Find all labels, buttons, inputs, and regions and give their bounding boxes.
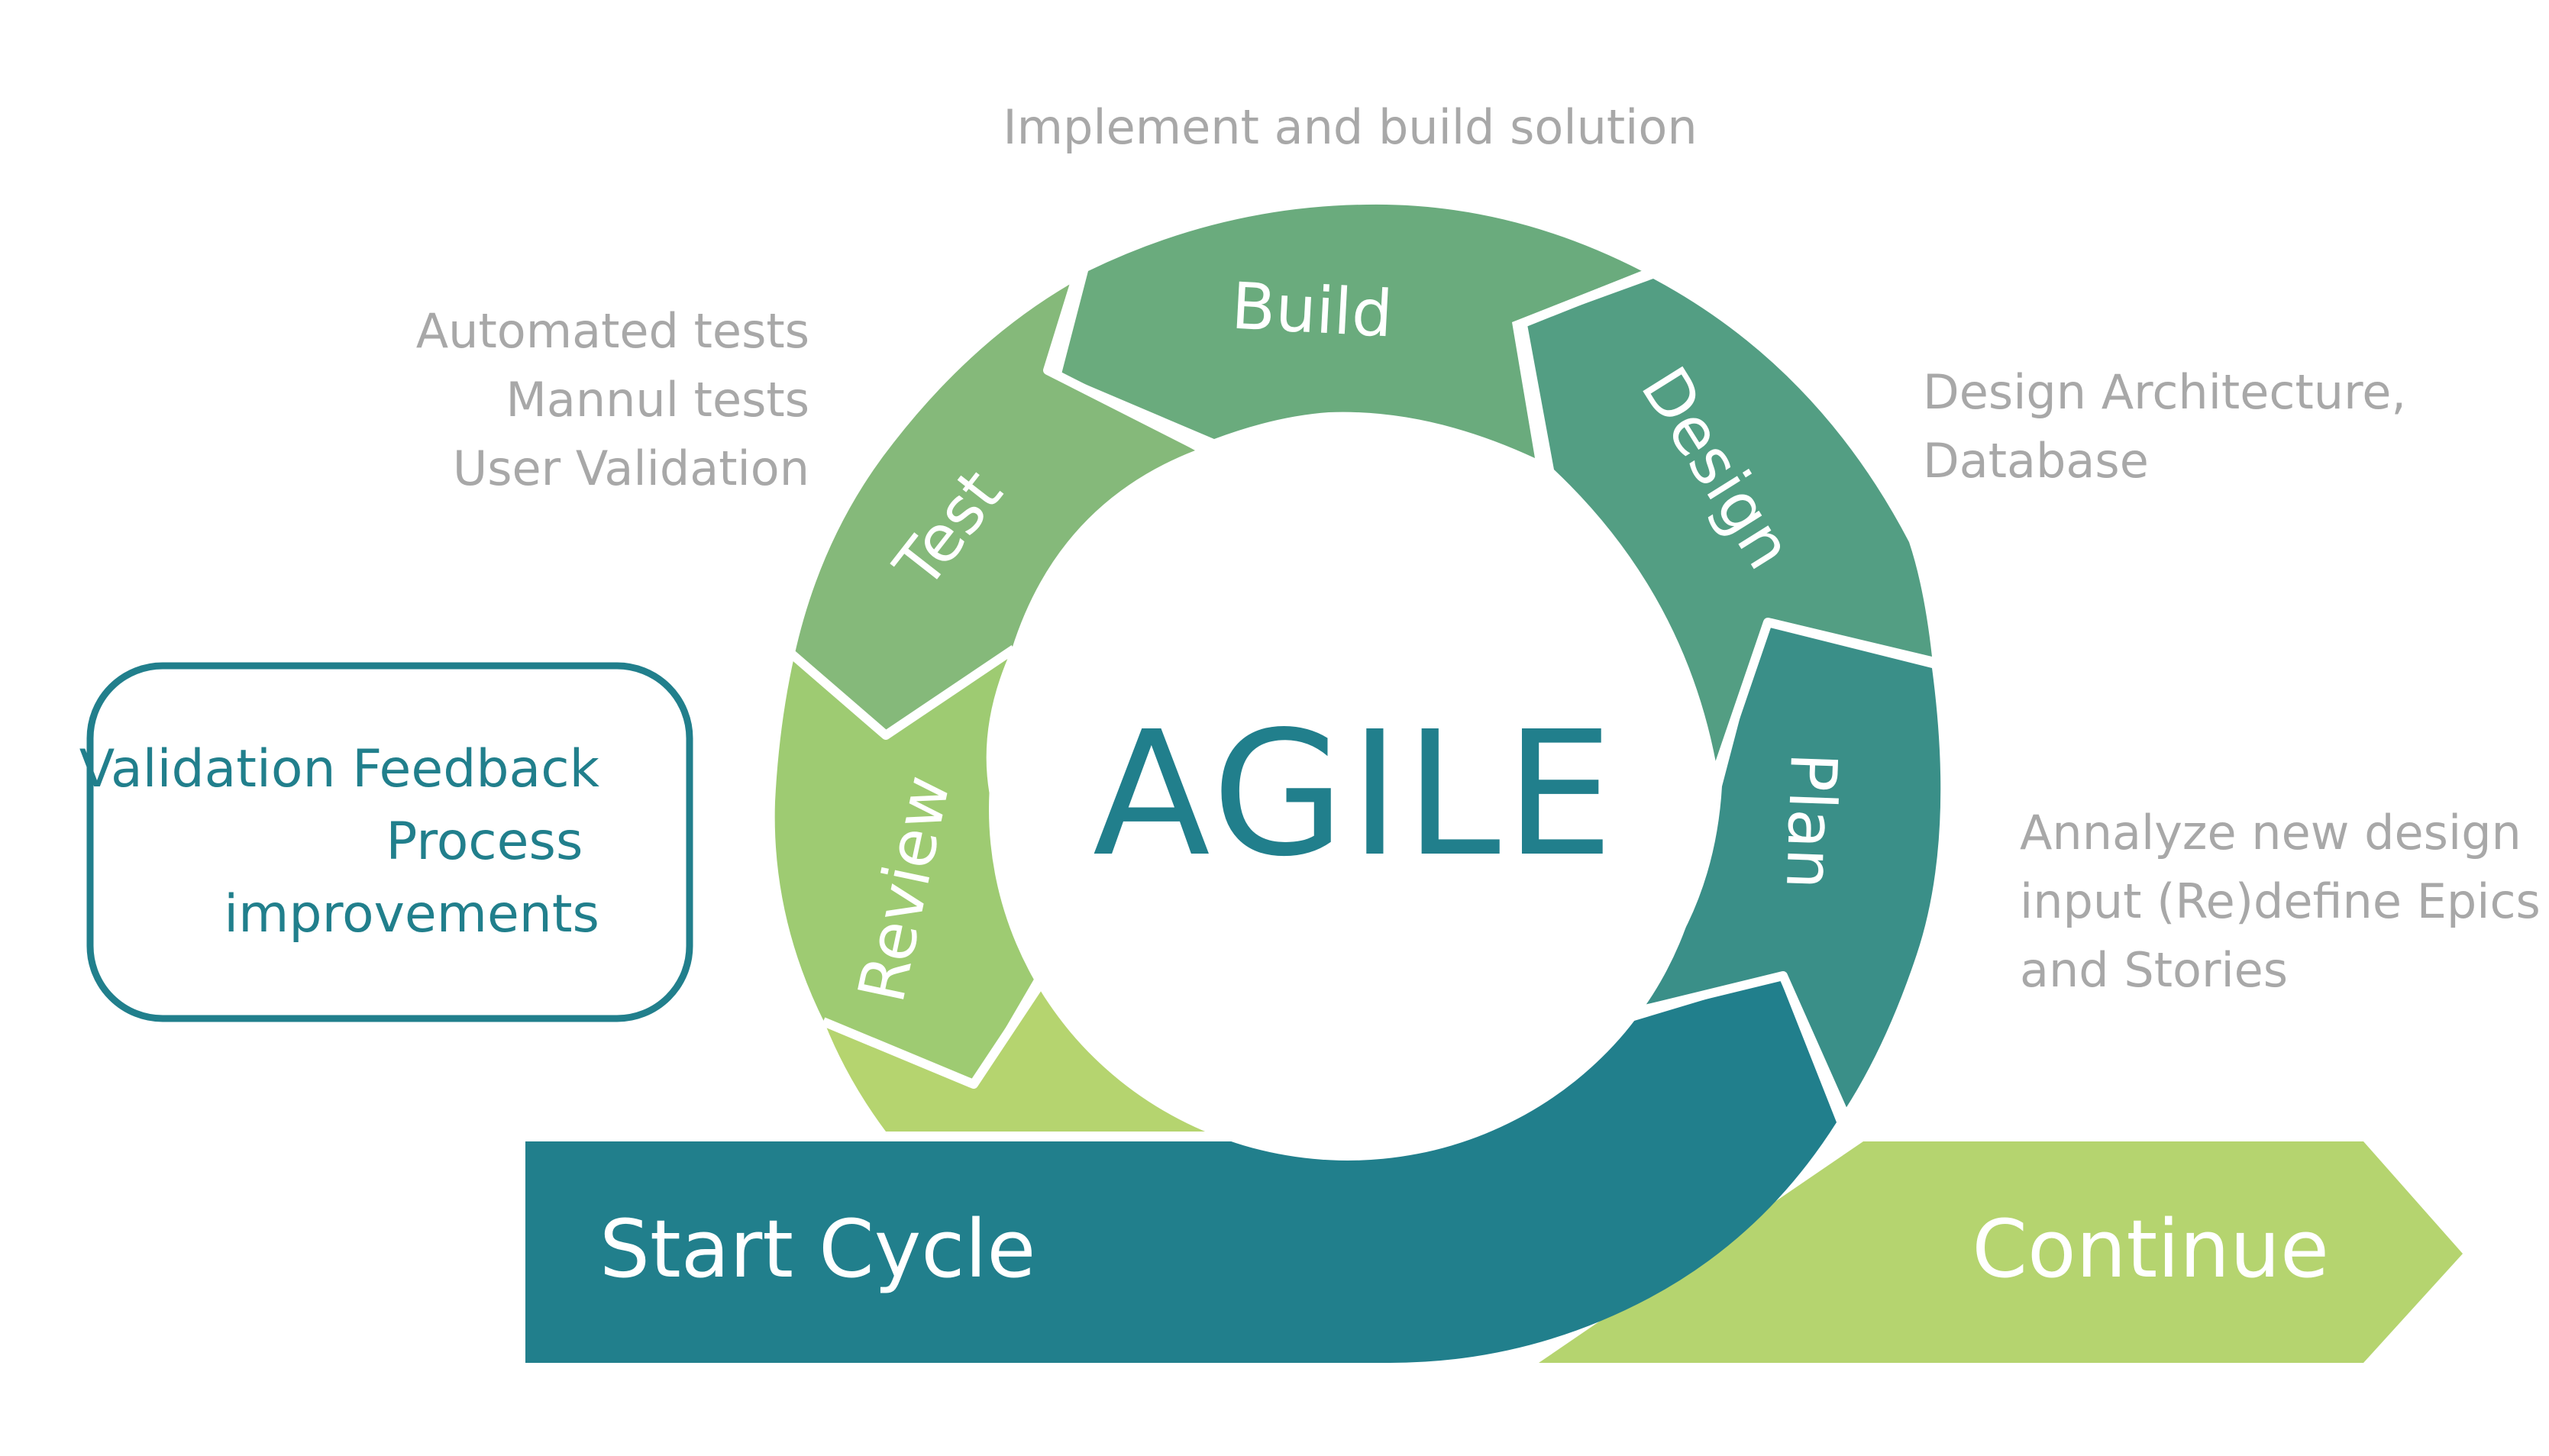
feedback-line-2: Process (386, 812, 599, 872)
feedback-line-1: Validation Feedback (79, 739, 600, 799)
agile-title: AGILE (1093, 695, 1618, 895)
plan-description-2: input (Re)define Epics (2020, 873, 2541, 929)
plan-description-3: and Stories (2020, 942, 2288, 998)
design-segment (1527, 279, 1932, 775)
continue-label: Continue (1972, 1203, 2329, 1296)
feedback-line-3: improvements (224, 884, 599, 944)
test-description-3: User Validation (453, 441, 809, 496)
center-circle (989, 458, 1707, 1161)
build-description: Implement and build solution (1003, 99, 1697, 155)
start-cycle-band (525, 977, 1837, 1363)
start-cycle-label: Start Cycle (599, 1203, 1035, 1296)
test-description-2: Mannul tests (506, 372, 809, 428)
review-segment (774, 649, 1046, 1083)
test-description-1: Automated tests (416, 303, 809, 359)
design-description-1: Design Architecture, (1923, 364, 2406, 420)
build-label: Build (1229, 269, 1394, 352)
continue-arrow (1539, 1141, 2463, 1363)
plan-description-1: Annalyze new design (2020, 805, 2522, 860)
segment-separators (787, 269, 1937, 1121)
design-description-2: Database (1923, 433, 2149, 489)
build-segment (1061, 204, 1642, 458)
plan-label: Plan (1772, 751, 1851, 890)
feedback-box (86, 662, 693, 1022)
